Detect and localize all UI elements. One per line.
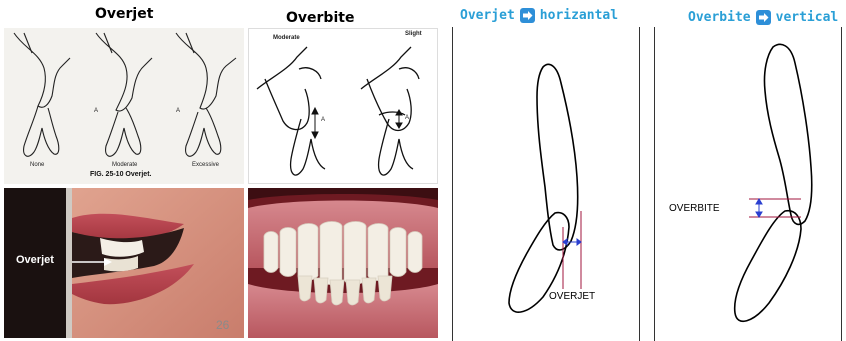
overbite-drawing-label: OVERBITE	[669, 203, 720, 214]
overbite-tooth-outlines	[249, 29, 438, 184]
overjet-line-diagram: A A None Moderate Excessive FIG. 25-10 O…	[4, 28, 244, 184]
overbite-heading: Overbite	[286, 10, 354, 26]
overjet-horizontal-left: Overjet	[460, 8, 515, 23]
overbite-photo	[248, 188, 438, 338]
overjet-diagram-label-a1: A	[94, 108, 98, 114]
arrow-right-icon	[520, 8, 535, 23]
overjet-diagram-label-a2: A	[176, 108, 180, 114]
overbite-diagram-label-a2: A	[405, 115, 409, 121]
overjet-tooth-drawing: OVERJET	[452, 27, 640, 341]
overjet-drawing-label: OVERJET	[549, 291, 595, 302]
overjet-diagram-caption: FIG. 25-10 Overjet.	[90, 171, 151, 178]
overbite-vertical-right: vertical	[776, 10, 839, 25]
arrow-right-icon	[756, 10, 771, 25]
overbite-vertical-heading: Overbite vertical	[688, 10, 838, 25]
overbite-tooth-drawing: OVERBITE	[654, 27, 842, 341]
overjet-diagram-label-moderate: Moderate	[112, 162, 137, 168]
overjet-horizontal-heading: Overjet horizantal	[460, 8, 618, 23]
overbite-vertical-left: Overbite	[688, 10, 751, 25]
overjet-photo-label: Overjet	[16, 254, 54, 266]
page-number: 26	[216, 318, 229, 332]
overjet-tooth-outlines	[4, 28, 244, 184]
overbite-diagram-label-a1: A	[321, 117, 325, 123]
overbite-line-diagram: Moderate Slight A A	[248, 28, 438, 184]
overjet-diagram-label-excessive: Excessive	[192, 162, 219, 168]
overjet-diagram-label-none: None	[30, 162, 44, 168]
overbite-diagram-label-moderate: Moderate	[273, 35, 300, 41]
overbite-diagram-label-slight: Slight	[405, 31, 422, 37]
overjet-horizontal-right: horizantal	[540, 8, 618, 23]
overjet-tooth-outline	[453, 27, 640, 341]
front-teeth-illustration	[248, 188, 438, 338]
overbite-tooth-outline	[655, 27, 842, 341]
overjet-heading: Overjet	[95, 6, 153, 22]
overjet-photo: Overjet 26	[4, 188, 244, 338]
